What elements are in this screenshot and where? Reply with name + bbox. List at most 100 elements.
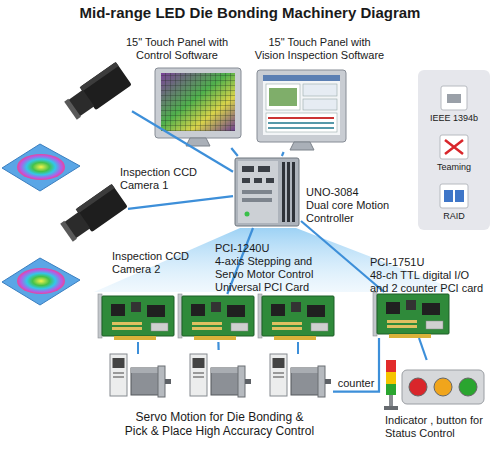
- feature-panel: [418, 70, 490, 230]
- controller-vent: [242, 190, 272, 194]
- wafer-tile: [2, 258, 80, 305]
- controller-port: [266, 178, 274, 183]
- controller-port: [242, 166, 254, 172]
- servo-unit: [110, 354, 171, 397]
- ui-header: [263, 75, 340, 81]
- wafer-tile: [2, 144, 80, 191]
- tower-base: [384, 406, 398, 410]
- ui-panel: [303, 84, 337, 96]
- device-node: Servo Motion for Die Bonding & Pick & Pl…: [105, 350, 333, 402]
- ui-table: [266, 113, 337, 132]
- cable-connector: [419, 338, 427, 360]
- ieee1394-icon: [441, 86, 467, 110]
- servo-unit: [270, 354, 331, 397]
- device-label: Servo Motion for Die Bonding & Pick & Pl…: [124, 410, 315, 438]
- cable-connector: [132, 111, 233, 171]
- servo-unit: [190, 354, 251, 397]
- device-label: 15" Touch Panel with Control Software: [116, 36, 238, 62]
- wafer: [17, 268, 65, 294]
- device-label: IEEE 1394b: [420, 113, 488, 124]
- motor-cable: [297, 342, 299, 354]
- device-node: 15" Touch Panel with Vision Inspection S…: [255, 68, 347, 152]
- controller-port: [254, 178, 262, 183]
- controller-body: [235, 158, 299, 226]
- device-node: IEEE 1394bTeamingRAID: [418, 70, 490, 230]
- ui-panel: [266, 84, 300, 110]
- device-node: PCI-1751U48-ch TTL digital I/O and 2 cou…: [373, 292, 449, 338]
- device-label: Inspection CCD Camera 2: [112, 250, 192, 276]
- tower-red: [386, 360, 396, 372]
- controller-port: [242, 178, 250, 183]
- controller-port: [258, 166, 270, 172]
- motor-cable: [137, 342, 139, 354]
- device-label: PCI-1240U: [215, 242, 325, 255]
- ui-row: [268, 117, 334, 119]
- monitor-screen: [263, 75, 340, 135]
- pci-card: [258, 294, 334, 340]
- pci-slot: [287, 162, 290, 222]
- lens-ring: [60, 221, 77, 242]
- cable-connector: [128, 196, 233, 209]
- monitor-frame: [257, 70, 346, 142]
- device-node: UNO-3084Dual core Motion Controller: [233, 156, 301, 228]
- raid-disk: [455, 190, 464, 202]
- pci-slot: [292, 162, 295, 222]
- teaming-cross: [445, 140, 463, 154]
- button-green: [459, 378, 477, 396]
- button-red: [409, 378, 427, 396]
- camera-top: [76, 184, 115, 213]
- device-label: 4-axis Stepping and Servo Motor Control …: [215, 255, 325, 294]
- camera-top: [80, 62, 119, 91]
- pci-slot: [282, 162, 285, 222]
- controller-front: [238, 161, 278, 223]
- ui-image: [269, 88, 297, 106]
- ccd-camera: [58, 184, 127, 244]
- pci-card: [373, 292, 449, 338]
- device-label: Inspection CCD Camera 1: [120, 166, 200, 192]
- device-node: Inspection CCD Camera 1: [64, 62, 132, 120]
- edge-label: counter: [338, 377, 375, 390]
- diagram-title: Mid-range LED Die Bonding Machinery Diag…: [0, 4, 500, 21]
- ui-panel: [303, 99, 337, 110]
- raid-icon: [440, 184, 468, 208]
- device-node: PCI-1240U4-axis Stepping and Servo Motor…: [98, 294, 338, 342]
- wafer-map: [161, 73, 235, 131]
- ui-row: [268, 122, 334, 124]
- device-label: Dual core Motion Controller: [306, 199, 392, 225]
- cable-connector: [282, 152, 284, 156]
- controller-vent: [242, 198, 272, 202]
- device-label: UNO-3084: [306, 186, 406, 199]
- button-yellow: [434, 378, 452, 396]
- tower-yellow: [386, 372, 396, 384]
- device-node: Indicator , button for Status Control: [383, 360, 487, 408]
- monitor-screen: [161, 73, 235, 131]
- device-label: Teaming: [420, 162, 488, 173]
- power-led: [245, 212, 250, 217]
- device-label: RAID: [420, 211, 488, 222]
- button-panel: [402, 370, 484, 404]
- lens-ring: [64, 99, 81, 120]
- ui-row: [268, 127, 334, 129]
- device-node: 15" Touch Panel with Control Software: [153, 66, 243, 148]
- device-node: Inspection CCD Camera 2: [60, 184, 128, 242]
- device-label: PCI-1751U: [370, 256, 486, 269]
- cable-connector: [231, 148, 238, 156]
- pci-card: [178, 294, 254, 340]
- cable-connector: [217, 342, 219, 350]
- monitor-stand: [290, 142, 314, 150]
- teaming-icon: [440, 135, 468, 159]
- wafer: [17, 154, 65, 180]
- raid-disk: [444, 190, 453, 202]
- ieee1394-port: [447, 94, 461, 103]
- tower-green: [386, 384, 396, 395]
- monitor-frame: [155, 68, 241, 138]
- ccd-camera: [62, 62, 131, 122]
- device-label: 15" Touch Panel with Vision Inspection S…: [253, 36, 386, 62]
- device-label: Indicator , button for Status Control: [385, 414, 490, 440]
- tower-pole: [389, 395, 393, 407]
- device-label: 48-ch TTL digital I/O and 2 counter PCI …: [370, 269, 486, 295]
- cable-connector: [333, 338, 379, 392]
